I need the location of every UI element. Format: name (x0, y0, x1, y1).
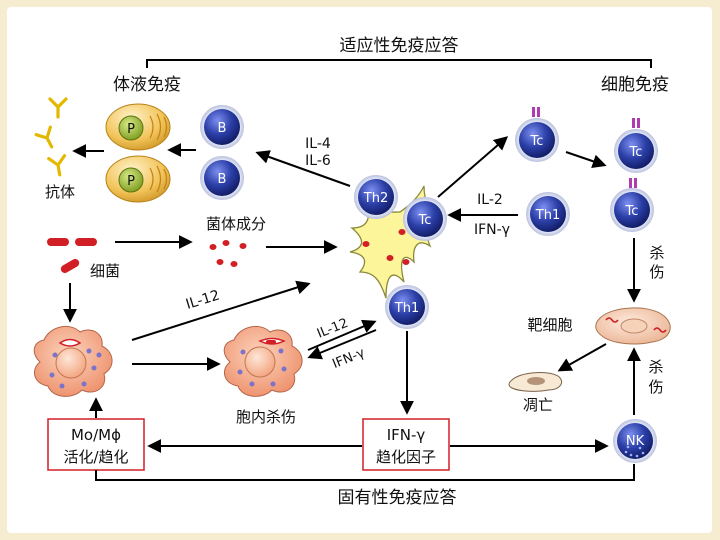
arrow-mac-to-th1-il12 (307, 319, 377, 351)
tc-cell-activated: Tc (614, 118, 658, 173)
il4-label: IL-4 (305, 136, 331, 152)
plasma-cell: P (105, 103, 171, 151)
kill-label-char: 杀 (648, 358, 663, 376)
humoral-immunity-label: 体液免疫 (113, 75, 181, 95)
tc-cell-letter: Tc (625, 204, 639, 219)
plasma-cell-letter: P (127, 122, 135, 137)
kill-label-char: 伤 (648, 378, 663, 396)
plasma-cell: P (105, 155, 171, 203)
ifn-chemokine-box: IFN-γ 趋化因子 (362, 418, 450, 471)
bacteria-icon (47, 238, 97, 273)
arrow-target-to-dead (557, 343, 607, 372)
innate-response-title: 固有性免疫应答 (338, 488, 457, 508)
il2-label: IL-2 (477, 192, 503, 208)
arrow-th1-to-mac-ifn (307, 329, 377, 360)
ifn-chemokine-line1: IFN-γ (387, 426, 426, 444)
th1-cell-right: Th1 (526, 192, 570, 236)
b-cell: B (200, 156, 244, 200)
plasma-cell-letter: P (127, 174, 135, 189)
apoptosis-label: 凋亡 (523, 396, 553, 414)
adaptive-bracket (146, 59, 652, 68)
apoptotic-cell (508, 372, 563, 392)
arrow-tc-to-upper-tc (437, 136, 509, 198)
antibody-icon (47, 154, 67, 177)
nk-cell: NK (613, 419, 657, 463)
th1-cell-letter: Th1 (535, 208, 560, 223)
kill-label-char: 杀 (649, 244, 664, 262)
il12-label-lower: IL-12 (315, 316, 350, 342)
antibody-icon (48, 97, 68, 119)
b-cell-letter: B (218, 121, 227, 136)
immune-response-diagram: 适应性免疫应答 体液免疫 细胞免疫 抗体 P P B B IL-4 IL-6 (33, 36, 671, 508)
tc-cell-activated: Tc (515, 107, 559, 162)
antibody-label: 抗体 (45, 183, 75, 201)
th2-cell: Th2 (354, 175, 398, 219)
tc-cell-letter: Tc (418, 213, 432, 228)
adaptive-response-title: 适应性免疫应答 (340, 36, 459, 56)
arrow-tc-proliferate (565, 151, 607, 168)
kill-label-char: 伤 (649, 263, 664, 281)
th1-cell-letter: Th1 (394, 301, 419, 316)
tc-cell-center: Tc (403, 197, 447, 241)
b-cell: B (200, 105, 244, 149)
mo-activation-box: Mo/Mϕ 活化/趋化 (47, 418, 145, 471)
nk-cell-letter: NK (626, 434, 645, 449)
target-cell-label: 靶细胞 (527, 316, 572, 334)
diagram-canvas: 适应性免疫应答 体液免疫 细胞免疫 抗体 P P B B IL-4 IL-6 (7, 7, 712, 533)
target-cell (595, 307, 671, 345)
tc-cell-activated: Tc (610, 178, 654, 232)
ifn-chemokine-line2: 趋化因子 (376, 448, 436, 466)
intracellular-kill-label: 胞内杀伤 (236, 408, 296, 426)
b-cell-letter: B (218, 172, 227, 187)
bacteria-components-label: 菌体成分 (206, 215, 266, 233)
cellular-immunity-label: 细胞免疫 (601, 75, 669, 95)
th1-cell-center: Th1 (385, 285, 429, 329)
il6-label: IL-6 (305, 153, 331, 169)
mo-activation-line2: 活化/趋化 (63, 448, 128, 466)
macrophage-activated (223, 325, 303, 397)
tc-cell-letter: Tc (530, 134, 544, 149)
th2-cell-letter: Th2 (363, 191, 388, 206)
bacteria-fragments (209, 240, 247, 267)
arrow-macrophage-to-dc-il12 (131, 280, 311, 341)
bacteria-label: 细菌 (90, 262, 120, 280)
antibody-icon (34, 125, 54, 149)
antibody-icons (34, 97, 68, 177)
tc-cell-letter: Tc (629, 145, 643, 160)
mo-activation-line1: Mo/Mϕ (71, 426, 121, 444)
ifn-gamma-label-right: IFN-γ (474, 222, 510, 238)
macrophage (33, 325, 113, 397)
innate-bracket (95, 464, 635, 481)
arrow-th2-to-b (255, 150, 351, 187)
il12-label-upper: IL-12 (184, 287, 222, 312)
ifn-gamma-label-lower: IFN-γ (330, 345, 367, 372)
